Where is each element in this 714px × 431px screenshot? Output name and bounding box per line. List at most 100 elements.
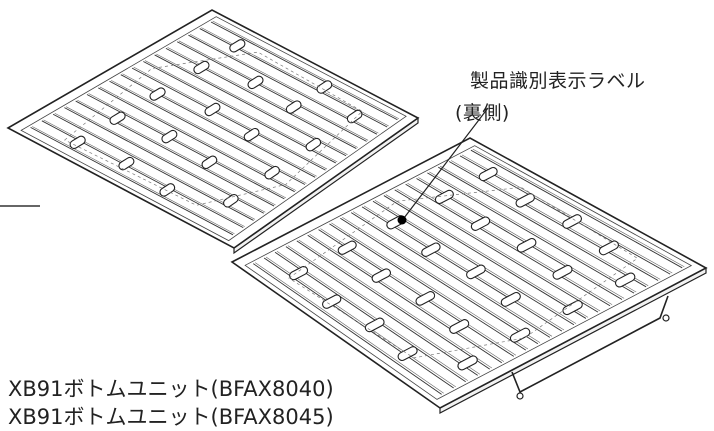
panel-lower-slot <box>516 237 537 253</box>
panel-lower-rib <box>253 263 442 395</box>
panel-upper-rib-shadow <box>32 126 235 235</box>
panel-lower-rib <box>448 161 659 281</box>
panel-lower-slot <box>562 214 582 229</box>
panel-upper-rib-shadow <box>99 86 297 191</box>
panel-upper-slot <box>247 75 264 90</box>
panel-lower-rib <box>438 166 647 288</box>
panel-lower-slot <box>322 294 342 309</box>
panel-lower-rib <box>340 217 539 345</box>
panel-lower-rib-shadow <box>342 216 541 343</box>
panel-lower-rib <box>405 183 611 307</box>
panel-upper-plate <box>6 9 420 249</box>
panel-lower-slot <box>562 300 583 316</box>
panel-lower-rib <box>329 223 527 351</box>
panel-upper-slot <box>229 39 246 53</box>
model-name-1: XB91ボトムユニット(BFAX8040) <box>8 377 334 401</box>
panel-lower-foot <box>662 314 670 322</box>
panel-upper-rib-shadow <box>156 53 348 155</box>
panel-upper-slot <box>69 135 86 150</box>
panel-lower-slot <box>449 319 470 334</box>
panel-lower-wire-handle <box>511 295 669 394</box>
panel-upper-rib-shadow <box>212 20 400 120</box>
panel-upper-rib-shadow <box>77 99 276 206</box>
panel-upper-slot <box>118 156 135 171</box>
panel-lower-slot <box>371 268 391 283</box>
panel-upper-rib-shadow <box>189 33 379 134</box>
panel-lower-rib-shadow <box>440 165 649 286</box>
model-name-2: XB91ボトムユニット(BFAX8045) <box>8 405 334 429</box>
panel-lower-slot <box>415 291 436 306</box>
panel-lower-rib-shadow <box>472 148 685 267</box>
panel-lower-slot <box>470 216 491 231</box>
panel-upper-rib <box>98 87 295 193</box>
panel-upper-rib <box>176 41 367 142</box>
panel-upper-rib-shadow <box>178 40 369 141</box>
panel-lower-rib-shadow <box>309 234 505 362</box>
callout-sublabel: (裏側) <box>455 102 510 124</box>
panel-upper-slot <box>285 100 302 114</box>
panel-lower-slot <box>421 242 441 257</box>
panel-lower-rib-shadow <box>418 177 625 299</box>
panel-upper-slot <box>264 165 280 180</box>
panel-lower-rib <box>394 189 599 313</box>
panel-lower-foot <box>516 392 524 400</box>
panel-lower-slot <box>466 264 486 280</box>
callout-leader-line <box>403 107 489 219</box>
panel-lower-slot <box>614 272 636 288</box>
panel-lower-slot <box>478 166 498 182</box>
panel-upper-rib <box>30 127 234 236</box>
panel-lower-slot <box>457 355 478 371</box>
panel-upper-slot <box>316 80 333 94</box>
bottom-unit-illustration <box>0 9 708 414</box>
panel-lower-slot <box>397 346 418 362</box>
panel-lower-slot <box>337 240 357 255</box>
panel-upper-rib-shadow <box>144 60 338 163</box>
panel-upper-slot <box>204 102 221 117</box>
panel-lower-slot <box>500 291 521 307</box>
panel-lower-rib-shadow <box>276 251 468 381</box>
panel-lower-slot <box>364 317 385 333</box>
panel-lower-rib <box>372 200 575 326</box>
panel-lower-rib-shadow <box>352 211 553 337</box>
panel-lower-rib <box>427 172 635 294</box>
panel-lower-rib <box>470 149 683 269</box>
panel-lower-rib <box>307 234 503 364</box>
panel-upper-slot <box>193 60 210 75</box>
panel-upper-slot <box>346 109 363 124</box>
panel-lower-rib-shadow <box>287 245 480 375</box>
panel-upper-slot <box>109 111 126 125</box>
panel-lower-slot <box>434 189 454 205</box>
panel-lower-contour <box>288 186 639 359</box>
panel-lower-rib-shadow <box>374 199 577 324</box>
panel-lower-rib-shadow <box>385 194 589 318</box>
panel-lower-rib-shadow <box>255 262 444 394</box>
panel-lower-slot <box>515 193 535 208</box>
bottom-unit-panels <box>6 9 708 414</box>
panel-lower-rib <box>350 212 551 338</box>
panel-upper-slot <box>161 129 178 144</box>
panel-upper-rib <box>143 61 336 164</box>
panel-upper-rib-shadow <box>88 93 286 199</box>
panel-upper-inner-border <box>20 16 407 242</box>
panel-upper-rib-shadow <box>133 66 328 170</box>
panel-lower-inner-border <box>244 145 693 400</box>
label-location-dot <box>397 215 407 225</box>
panel-upper-rib <box>75 100 275 207</box>
panel-lower-rib-shadow <box>396 188 601 312</box>
panel-lower-rib-shadow <box>331 222 529 350</box>
panel-upper-slot <box>243 127 260 142</box>
panel-upper-slot <box>159 183 176 197</box>
panel-upper-slot <box>305 137 322 152</box>
callout-label: 製品識別表示ラベル <box>470 70 646 92</box>
panel-upper-rib-shadow <box>54 113 256 220</box>
panel-lower-rib-shadow <box>461 154 673 274</box>
panel-lower-rib <box>274 251 466 383</box>
panel-lower-rib-shadow <box>429 171 637 293</box>
panel-lower-rib <box>285 246 478 376</box>
panel-lower-slot <box>552 264 573 280</box>
panel-lower-rib <box>383 195 587 319</box>
panel-upper-slot <box>201 155 218 170</box>
panel-upper-rib <box>188 34 378 135</box>
panel-lower-rib-shadow <box>298 239 493 369</box>
panel-lower-rib <box>296 240 490 370</box>
